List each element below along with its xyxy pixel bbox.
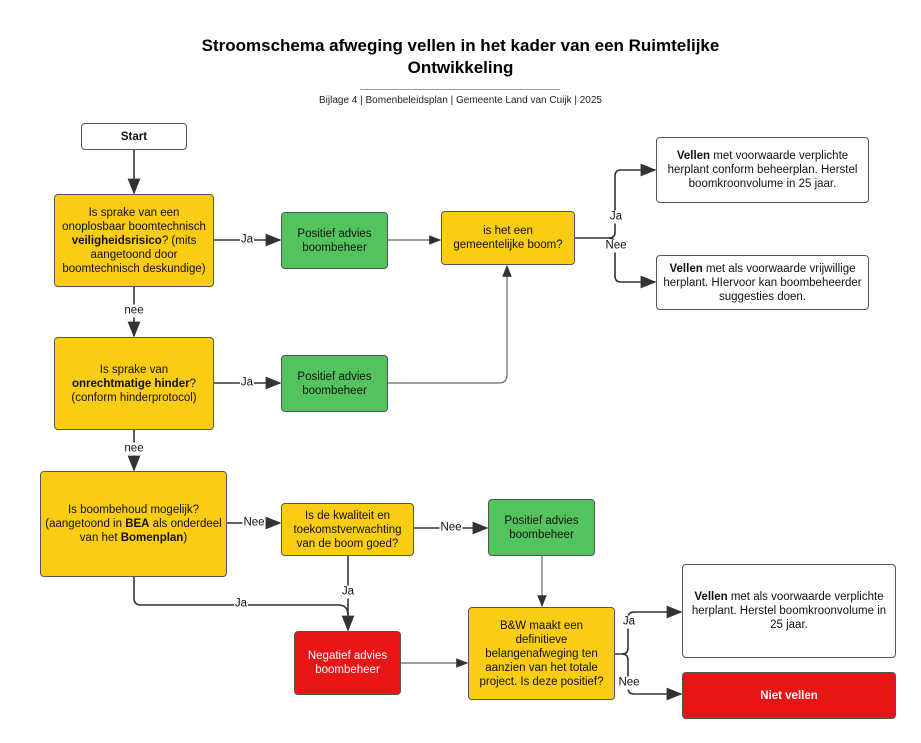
outcome-vellen-bw: Vellen met als voorwaarde verplichte her… xyxy=(682,564,896,658)
label-q3-ja: Ja xyxy=(233,597,249,611)
outcome-niet-vellen: Niet vellen xyxy=(682,672,896,719)
q1-text-end: ? (mits aangetoond door boomtechnisch de… xyxy=(62,234,206,275)
edge-q3-negatief xyxy=(133,577,349,616)
label-bw-ja: Ja xyxy=(621,615,637,629)
vellen2-text: met als voorwaarde vrijwillige herplant.… xyxy=(663,262,862,303)
decision-kwaliteit: Is de kwaliteit en toekomstverwachting v… xyxy=(281,503,414,556)
q3-bold-bea: BEA xyxy=(125,518,150,530)
label-bw-nee: Nee xyxy=(617,676,641,690)
label-q4-ja: Ja xyxy=(340,585,356,599)
vellen1-bold: Vellen xyxy=(676,150,711,162)
edge-gemeente-vellen2 xyxy=(608,237,657,289)
subtitle: Bijlage 4 | Bomenbeleidsplan | Gemeente … xyxy=(319,95,602,106)
label-gem-ja: Ja xyxy=(608,210,624,224)
vellen1-text: met voorwaarde verplichte herplant confo… xyxy=(667,150,858,190)
q1-bold: veiligheidsrisico xyxy=(71,234,162,247)
decision-bw-belangenafweging: B&W maakt een definitieve belangenafwegi… xyxy=(468,607,615,700)
label-q1-ja: Ja xyxy=(239,233,255,247)
positief-advies-3: Positief advies boombeheer xyxy=(488,499,595,556)
title-divider xyxy=(360,89,560,90)
q1-text: Is sprake van een onoplosbaar boomtechni… xyxy=(62,206,206,233)
start-node: Start xyxy=(81,123,187,150)
outcome-vellen-verplichte-herplant: Vellen met voorwaarde verplichte herplan… xyxy=(656,137,869,203)
decision-gemeentelijke-boom: is het een gemeentelijke boom? xyxy=(441,211,575,265)
outcome-vellen-vrijwillige-herplant: Vellen met als voorwaarde vrijwillige he… xyxy=(656,255,869,310)
decision-boombehoud: Is boombehoud mogelijk? (aangetoond in B… xyxy=(40,471,227,577)
vellen3-text: met als voorwaarde verplichte herplant. … xyxy=(691,591,887,631)
decision-veiligheidsrisico: Is sprake van een onoplosbaar boomtechni… xyxy=(54,194,214,287)
positief-advies-2: Positief advies boombeheer xyxy=(281,355,388,412)
label-q2-ja: Ja xyxy=(239,376,255,390)
label-q3-nee: Nee xyxy=(242,516,266,530)
title-line-1: Stroomschema afweging vellen in het kade… xyxy=(201,36,720,55)
q3-text: Is boombehoud mogelijk? (aangetoond in xyxy=(45,504,200,530)
q3-bold-bomenplan: Bomenplan xyxy=(120,532,184,544)
q2-text-end: ? (conform hinderprotocol) xyxy=(71,377,197,404)
positief-advies-1: Positief advies boombeheer xyxy=(281,212,388,269)
q2-bold: onrechtmatige hinder xyxy=(72,377,190,390)
title-line-2: Ontwikkeling xyxy=(407,58,514,77)
vellen3-bold: Vellen xyxy=(694,591,728,603)
q3-text-end: ) xyxy=(183,532,188,544)
edge-advies2-gemeente xyxy=(388,264,512,384)
label-q4-nee: Nee xyxy=(439,521,463,535)
label-q2-nee: nee xyxy=(123,442,145,456)
q3-text-mid: als onderdeel van het xyxy=(79,518,222,544)
decision-onrechtmatige-hinder: Is sprake van onrechtmatige hinder? (con… xyxy=(54,337,214,430)
negatief-advies: Negatief advies boombeheer xyxy=(294,631,401,695)
edge-gemeente-vellen1 xyxy=(575,163,657,239)
label-q1-nee: nee xyxy=(123,304,145,318)
q2-text: Is sprake van xyxy=(99,363,169,376)
label-gem-nee: Nee xyxy=(604,239,628,253)
vellen2-bold: Vellen xyxy=(669,262,703,275)
